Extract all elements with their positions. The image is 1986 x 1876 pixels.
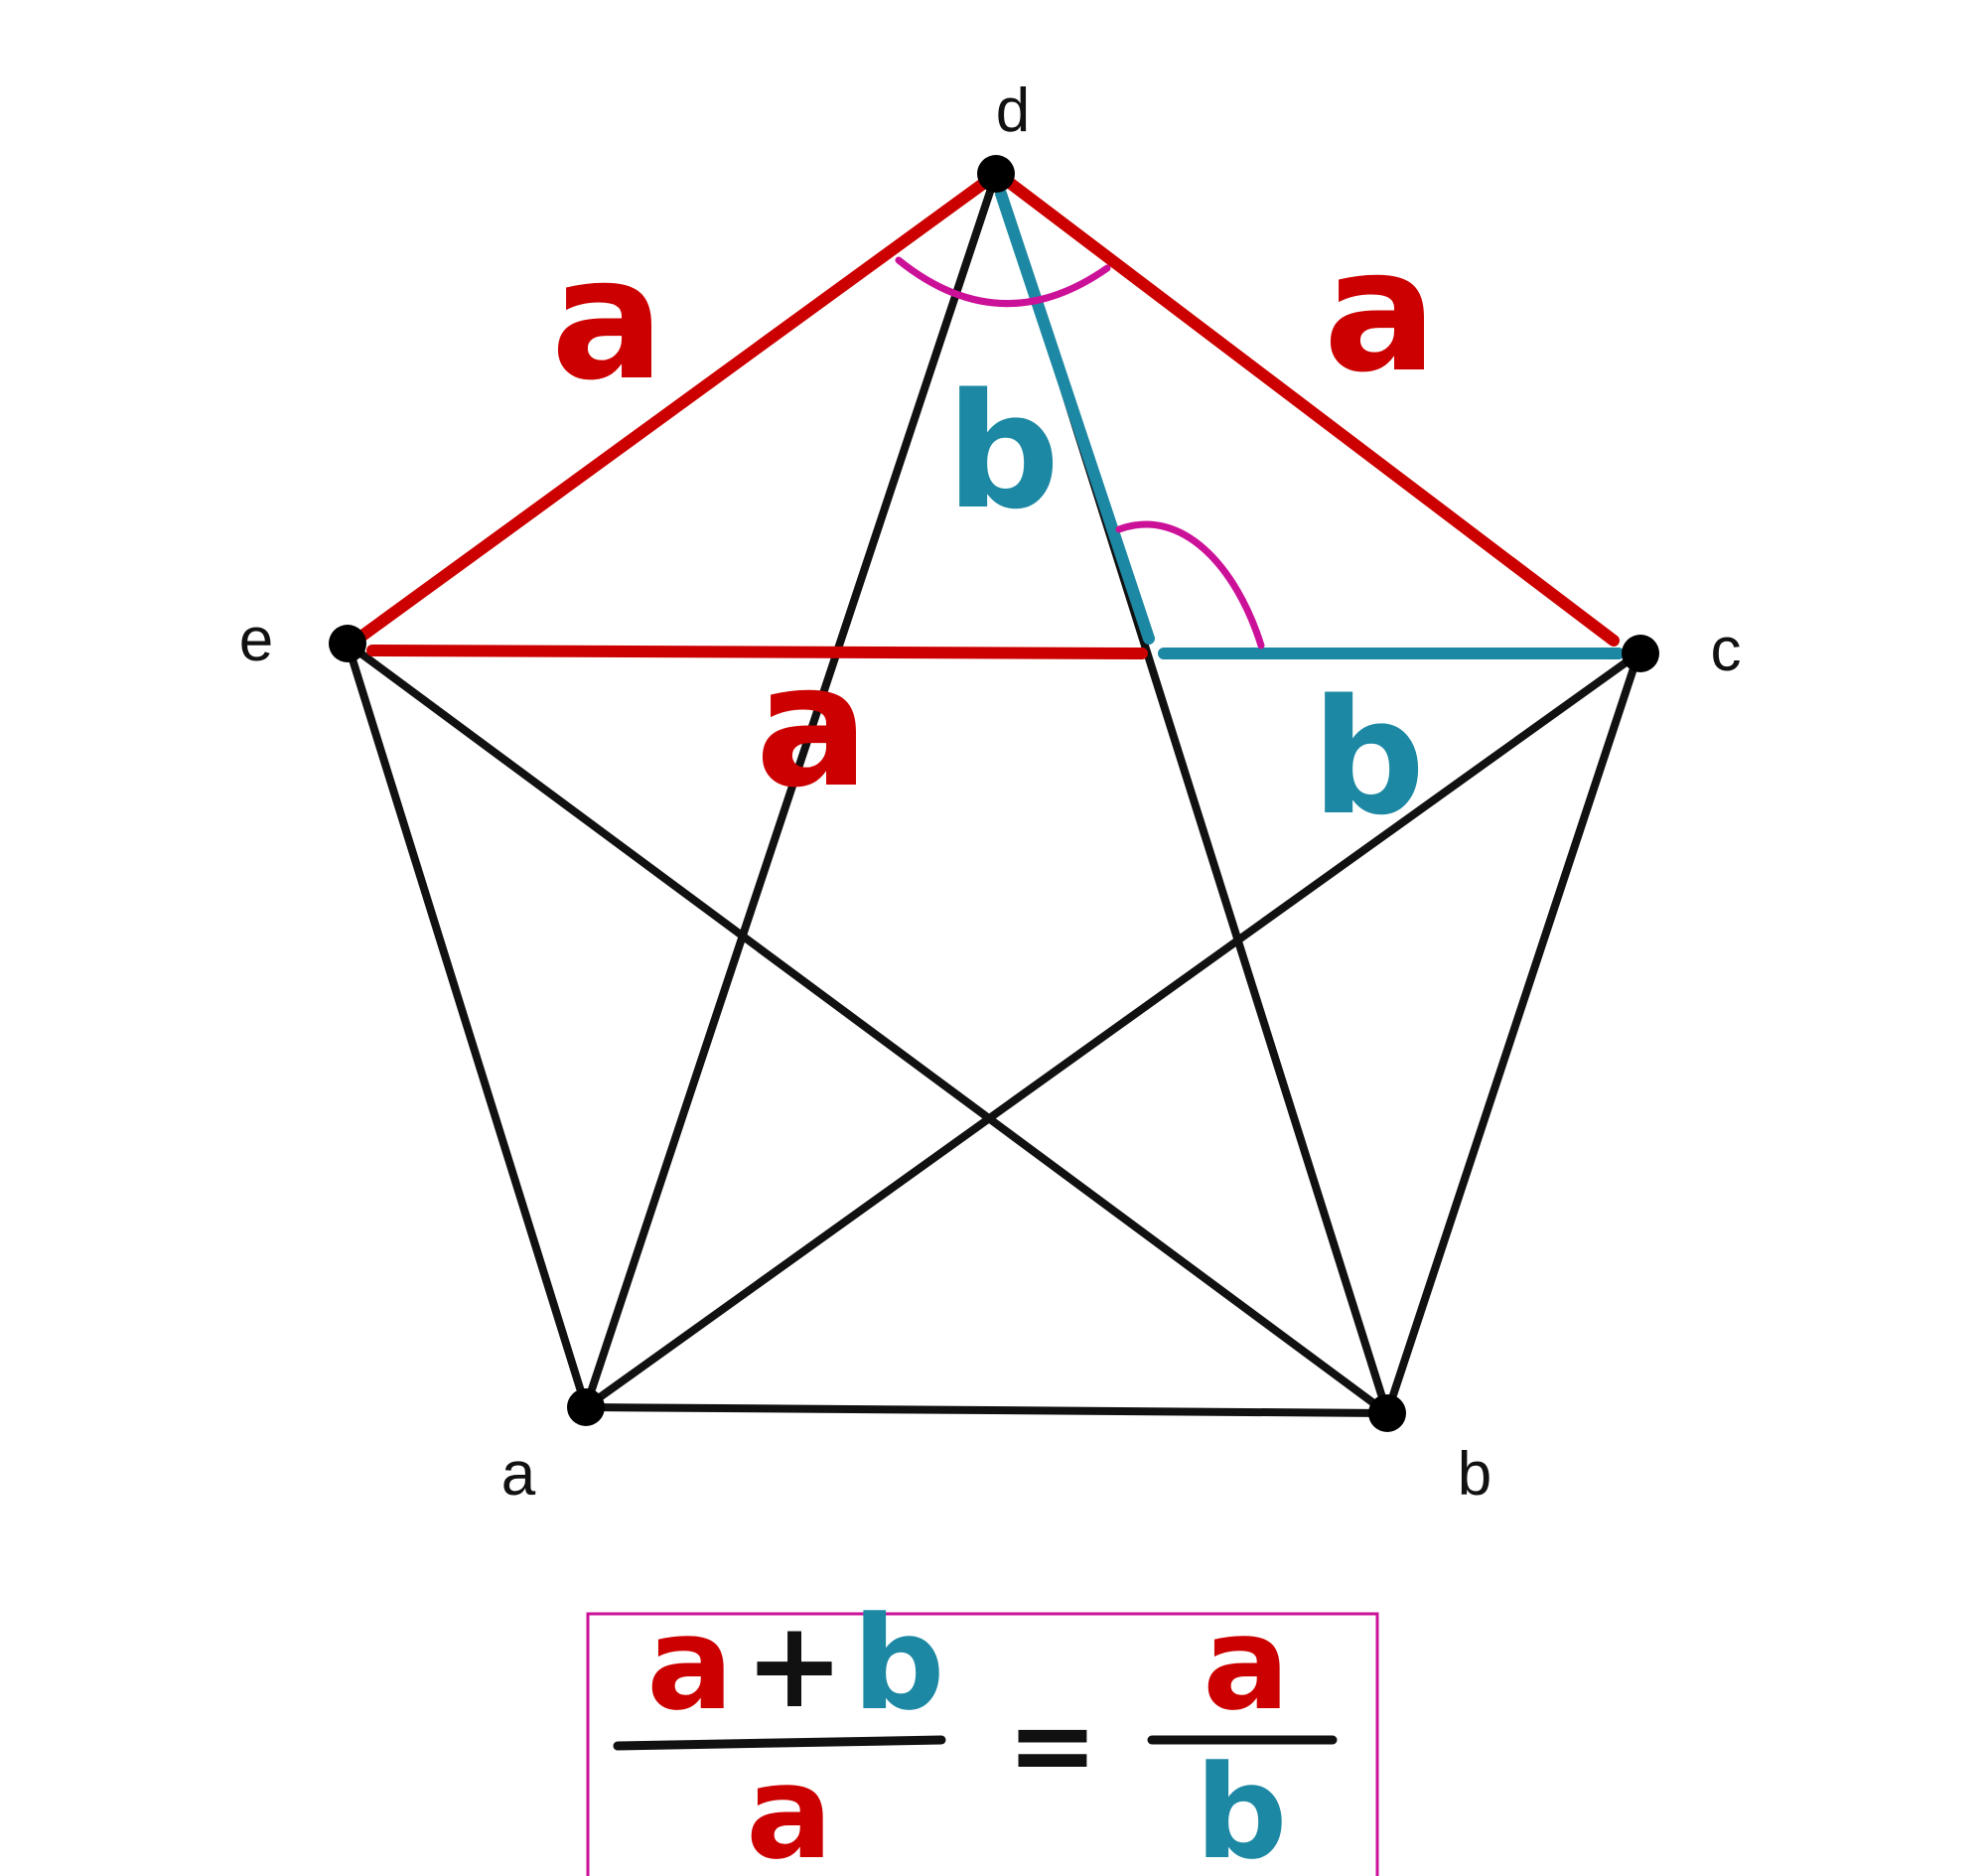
edge-a-d: [582, 170, 1000, 1411]
vertex-label-a: a: [501, 1440, 536, 1509]
vertex-a-dot: [567, 1388, 605, 1426]
edge-a-c: [582, 649, 1642, 1411]
formula-left-fraction-bar: [613, 1735, 946, 1751]
formula-box: a + b a = a b: [586, 1588, 1379, 1876]
vertex-label-c: c: [1711, 616, 1742, 684]
label-intersection-c-b: b: [1312, 664, 1426, 850]
label-d-intersection-b: b: [946, 359, 1061, 544]
formula-plus: +: [745, 1597, 845, 1735]
black-edges: [344, 170, 1642, 1417]
formula-numerator-a: a: [646, 1588, 734, 1739]
edge-a-e: [344, 640, 590, 1411]
label-e-intersection-a: a: [756, 629, 870, 825]
label-dc-a: a: [1324, 214, 1438, 410]
vertex-label-e: e: [239, 606, 273, 674]
segment-d-intersection-blue: [995, 188, 1155, 645]
formula-right-denominator-b: b: [1195, 1737, 1287, 1876]
red-segments: [356, 178, 1620, 659]
formula-denominator-a: a: [746, 1737, 833, 1876]
label-de-a: a: [551, 221, 665, 418]
formula-equals: =: [1007, 1681, 1098, 1808]
vertex-b-dot: [1368, 1394, 1406, 1432]
vertex-label-d: d: [996, 76, 1030, 145]
formula-right-numerator-a: a: [1203, 1588, 1290, 1739]
formula-numerator-b: b: [852, 1588, 944, 1739]
vertex-e-dot: [329, 625, 366, 662]
vertex-dots: [329, 155, 1659, 1432]
edge-b-c: [1383, 649, 1642, 1417]
segment-e-intersection-red: [366, 645, 1148, 659]
angle-arcs: [895, 256, 1265, 649]
edge-d-c-red: [1005, 178, 1620, 647]
vertex-d-dot: [977, 155, 1015, 193]
edge-d-e-red: [356, 178, 989, 642]
angle-arc-d: [895, 256, 1111, 307]
edge-b-e: [344, 640, 1391, 1417]
blue-segments: [995, 188, 1625, 659]
edge-a-b: [582, 1403, 1391, 1417]
formula-border: [586, 1612, 1379, 1876]
vertex-c-dot: [1622, 635, 1659, 672]
vertex-label-b: b: [1458, 1440, 1491, 1509]
angle-arc-intersection: [1115, 520, 1265, 649]
